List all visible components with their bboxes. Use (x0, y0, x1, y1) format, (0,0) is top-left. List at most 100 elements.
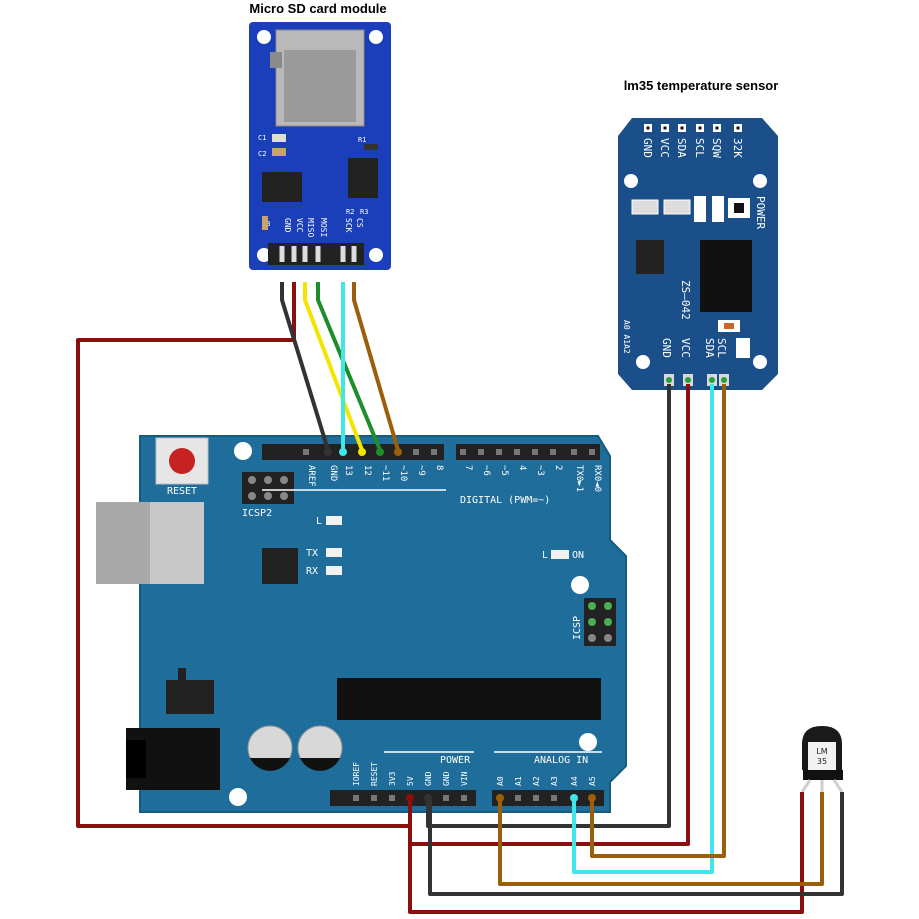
led-on-label: ON (572, 550, 584, 561)
digital-pin[interactable] (514, 449, 520, 455)
digital-pin[interactable] (413, 449, 419, 455)
sd-pin[interactable] (315, 246, 321, 262)
lm35-label-2: 35 (817, 757, 827, 766)
power-pin[interactable] (461, 795, 467, 801)
digital-pin[interactable] (571, 449, 577, 455)
sd-pin[interactable] (351, 246, 357, 262)
power-pin-label: GND (442, 771, 451, 786)
power-header (330, 790, 476, 806)
usb-chip (262, 548, 298, 584)
svg-text:C2: C2 (258, 150, 266, 158)
power-pin[interactable] (389, 795, 395, 801)
rtc-bottom-pin-label: VCC (679, 338, 692, 358)
analog-pin-label: A2 (532, 776, 541, 786)
sd-pin-label: MOSI (319, 218, 328, 237)
mounting-hole (229, 788, 247, 806)
svg-text:R2: R2 (346, 208, 354, 216)
reset-label: RESET (167, 486, 197, 497)
rtc-addr-label: A0 A1A2 (622, 320, 631, 354)
rtc-eeprom-chip (636, 240, 664, 274)
analog-pin[interactable] (515, 795, 521, 801)
power-pin[interactable] (371, 795, 377, 801)
arduino-board: RESET ICSP2 L TX RX L ON (96, 435, 627, 813)
sd-pin-label: CS (355, 218, 364, 228)
sd-pin[interactable] (291, 246, 297, 262)
rtc-bottom-pin-label: SDA (703, 338, 716, 358)
rtc-top-pin-label: SDA (675, 138, 688, 158)
rtc-model-label: ZS—042 (679, 280, 692, 320)
rtc-top-pin-label: SCL (693, 138, 706, 158)
wire-rtc-sda (572, 384, 714, 874)
digital-pin-label: 4 (517, 465, 527, 470)
sd-card-slot (270, 29, 365, 127)
wire-lm35-out (498, 792, 824, 886)
rtc-top-pin-label: SQW (710, 138, 723, 158)
digital-pin[interactable] (496, 449, 502, 455)
digital-pin-label: RX0◄0 (592, 465, 602, 492)
digital-pin[interactable] (431, 449, 437, 455)
analog-pin-label: A1 (514, 776, 523, 786)
digital-pin-label: 12 (362, 465, 372, 476)
analog-pin-label: A0 (496, 776, 505, 786)
wire-sd-gnd (280, 282, 330, 451)
capacitor (247, 725, 293, 771)
wire-sd-mosi (316, 282, 382, 451)
sd-pin[interactable] (302, 246, 308, 262)
power-pin-label: RESET (370, 762, 379, 786)
sd-pin-label: MISO (306, 218, 315, 237)
rtc-bottom-pin-label: SCL (715, 338, 728, 358)
led-on-l-label: L (542, 550, 548, 561)
digital-pin[interactable] (550, 449, 556, 455)
analog-pin[interactable] (533, 795, 539, 801)
digital-pin[interactable] (478, 449, 484, 455)
digital-pin[interactable] (589, 449, 595, 455)
power-pin[interactable] (443, 795, 449, 801)
mounting-hole (234, 442, 252, 460)
rtc-bottom-pin-label: GND (660, 338, 673, 358)
power-pin-label: 3V3 (388, 771, 397, 786)
sd-pin[interactable] (340, 246, 346, 262)
power-pin-label: 5V (406, 776, 415, 786)
rtc-clock-chip (700, 240, 752, 312)
digital-pin-label: ~6 (481, 465, 491, 476)
analog-pin-label: A4 (570, 776, 579, 786)
rtc-top-pin-label: 32K (731, 138, 744, 158)
sd-pin[interactable] (279, 246, 285, 262)
wire-lm35-vcc (408, 792, 804, 914)
digital-pin[interactable] (303, 449, 309, 455)
sd-level-shifter (348, 158, 378, 198)
svg-text:R3: R3 (360, 208, 368, 216)
rtc-power-label: POWER (754, 196, 767, 229)
rtc-top-pin-label: GND (641, 138, 654, 158)
power-pin[interactable] (353, 795, 359, 801)
led-on (551, 550, 569, 559)
led-tx (326, 548, 342, 557)
rtc-top-pin-label: VCC (658, 138, 671, 158)
lm35-label-1: LM (816, 747, 827, 756)
led-rx (326, 566, 342, 575)
svg-text:R1: R1 (358, 136, 366, 144)
capacitor (297, 725, 343, 771)
wire-sd-cs (352, 282, 400, 451)
power-pin-label: VIN (460, 771, 469, 786)
digital-pin-label: AREF (306, 465, 316, 487)
wire-rtc-scl (590, 384, 726, 858)
analog-pin-label: A5 (588, 776, 597, 786)
analog-pin-label: A3 (550, 776, 559, 786)
led-l-label: L (316, 516, 322, 527)
reset-button[interactable] (155, 437, 209, 485)
icsp-header (584, 598, 616, 646)
wire-sd-miso (303, 282, 364, 451)
digital-pin-label: ~5 (499, 465, 509, 476)
digital-pin-label: ~3 (535, 465, 545, 476)
wire-endpoints (324, 448, 596, 802)
digital-pin[interactable] (532, 449, 538, 455)
analog-pin[interactable] (551, 795, 557, 801)
sd-pin-label: VCC (295, 218, 304, 233)
microcontroller (337, 678, 601, 720)
digital-pin-label: 2 (553, 465, 563, 470)
digital-pin[interactable] (460, 449, 466, 455)
